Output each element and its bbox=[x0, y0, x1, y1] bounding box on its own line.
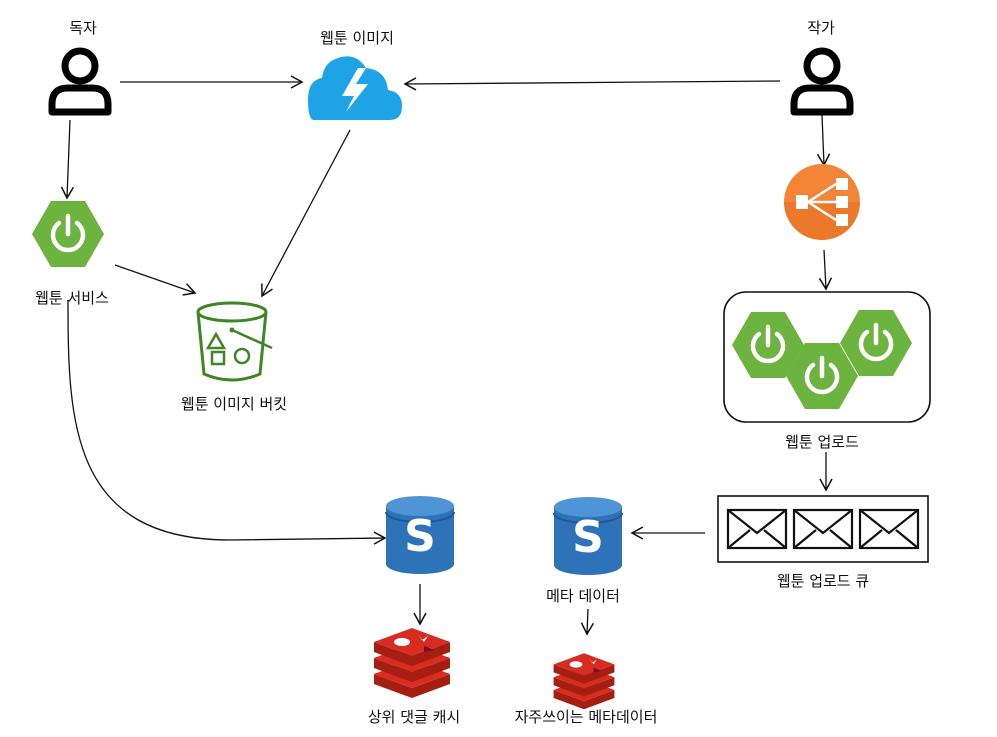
top-comment-cache-label: 상위 댓글 캐시 bbox=[367, 708, 461, 726]
frequent-meta-redis-icon bbox=[553, 653, 615, 710]
reader-label: 독자 bbox=[69, 19, 97, 37]
meta-data-label: 메타 데이터 bbox=[546, 587, 620, 605]
meta-data-db-icon bbox=[553, 496, 623, 576]
cloud-lightning-icon bbox=[308, 56, 402, 120]
edge-author-to-image bbox=[403, 77, 781, 91]
top-comment-redis-icon bbox=[374, 628, 450, 698]
author-user-icon bbox=[794, 51, 850, 112]
webtoon-service-label: 웹툰 서비스 bbox=[35, 289, 109, 307]
webtoon-upload-label: 웹툰 업로드 bbox=[785, 433, 859, 451]
upload-service-group bbox=[723, 291, 931, 423]
connectors bbox=[60, 75, 833, 636]
image-bucket-label: 웹툰 이미지 버킷 bbox=[180, 395, 288, 413]
frequent-meta-cache-label: 자주쓰이는 메타데이터 bbox=[514, 708, 658, 726]
upload-queue-label: 웹툰 업로드 큐 bbox=[776, 572, 870, 590]
edge-meta-to-cache bbox=[580, 608, 595, 636]
reader-user-icon bbox=[52, 51, 108, 112]
edge-lb-to-upload bbox=[818, 249, 833, 291]
edge-image-to-bucket bbox=[261, 129, 351, 298]
envelope-queue-icon bbox=[717, 495, 929, 563]
edge-service-to-comment-db bbox=[67, 299, 387, 545]
edge-reader-to-service bbox=[60, 119, 75, 200]
edge-service-to-bucket bbox=[114, 264, 197, 296]
webtoon-service-spring-icon bbox=[32, 201, 104, 267]
edge-author-to-lb bbox=[816, 114, 831, 167]
s3-bucket-icon bbox=[196, 301, 273, 382]
load-balancer-icon bbox=[784, 164, 860, 240]
author-label: 작가 bbox=[807, 19, 835, 37]
webtoon-image-label: 웹툰 이미지 bbox=[320, 29, 394, 47]
comment-db-icon bbox=[385, 495, 455, 575]
